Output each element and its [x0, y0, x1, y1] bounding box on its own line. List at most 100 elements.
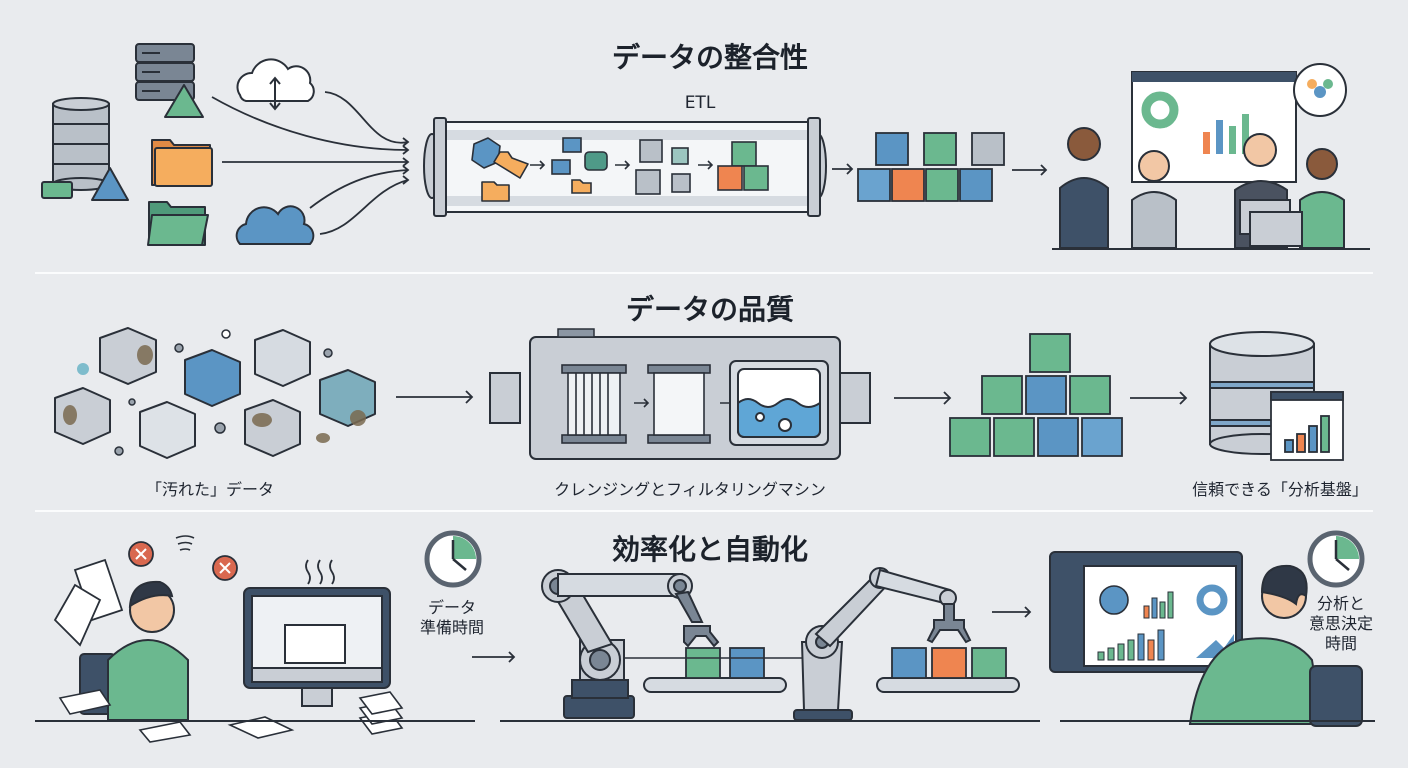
flow-arrows: [211, 91, 410, 235]
arrow-icon: [698, 160, 714, 170]
floor-line: [500, 720, 1040, 722]
cube: [729, 647, 765, 679]
document-icon: [138, 721, 192, 743]
office-chair: [1309, 665, 1363, 727]
label-analysis-decision-time: 分析と 意思決定 時間: [1296, 594, 1386, 654]
desk-line: [35, 720, 475, 722]
robot-base: [793, 709, 853, 721]
up-down-arrow-icon: [269, 76, 281, 111]
cube: [931, 647, 967, 679]
person-2: [1131, 150, 1177, 249]
arrow-icon: [1130, 391, 1188, 405]
bar-chart-icon: [1203, 114, 1249, 154]
analyst: [1188, 564, 1324, 725]
laptop-icon: [1249, 211, 1303, 247]
section-title-efficiency-automation: 効率化と自動化: [611, 533, 808, 566]
desk-line: [1060, 720, 1375, 722]
mesh-filter-icon: [647, 364, 711, 444]
cloud-icon: [235, 205, 315, 245]
section-divider: [35, 510, 1373, 512]
document-icon: [53, 583, 102, 647]
arrow-icon: [992, 606, 1032, 618]
gray-cube-cluster: [635, 139, 691, 195]
water-tank-icon: [729, 360, 829, 446]
section-title-data-integrity: データの整合性: [611, 41, 808, 74]
person-1: [1059, 127, 1109, 249]
team-analysis-illustration: [1052, 63, 1370, 250]
database-icon: [52, 97, 110, 191]
cleansing-machine: [396, 328, 871, 460]
label-line: データ: [427, 598, 476, 617]
mini-bar-chart: [1143, 591, 1174, 619]
robotic-assembly-line: [541, 567, 1032, 721]
section-title-data-quality: データの品質: [625, 293, 794, 326]
small-green-block: [41, 181, 73, 199]
gripper-icon: [683, 625, 720, 648]
blue-triangle-shape: [91, 167, 129, 201]
arrow-icon: [634, 398, 650, 408]
label-data-prep-time: データ 準備時間: [402, 598, 502, 638]
partial-data-cluster: [551, 137, 608, 194]
document-icon: [227, 716, 295, 739]
error-bubble-icon: [212, 555, 238, 581]
analysis-foundation-illustration: [1209, 331, 1344, 461]
cube: [184, 349, 241, 407]
green-folder-icon: [147, 201, 209, 246]
conveyor-belt: [876, 677, 1020, 693]
clock-elapsed-wedge: [1336, 536, 1359, 559]
label-line: 準備時間: [419, 618, 484, 637]
person-4: [1299, 148, 1345, 249]
report-card-icon: [1270, 391, 1344, 461]
conveyor-belt: [643, 677, 787, 693]
cube: [254, 329, 311, 387]
clock-after-icon: [1307, 530, 1365, 588]
document-icon: [58, 689, 112, 715]
arrow-icon: [1012, 164, 1048, 176]
focused-analyst-illustration: [1049, 551, 1363, 727]
cube: [54, 387, 111, 445]
cube: [319, 369, 376, 427]
cube: [99, 327, 157, 385]
filter-cartridge-icon: [561, 364, 627, 444]
clock-before-icon: [424, 530, 482, 588]
mini-bar-chart: [1097, 629, 1165, 661]
cube: [139, 401, 196, 459]
paper-stack-icon: [358, 691, 404, 735]
raw-data-cluster: [471, 137, 529, 202]
cube: [685, 647, 721, 679]
caption-analysis-foundation: 信頼できる「分析基盤」: [1192, 480, 1368, 499]
worker: [107, 580, 189, 721]
stressed-worker-illustration: [53, 535, 404, 743]
arrow-icon: [396, 390, 474, 404]
gripper-icon: [926, 603, 972, 644]
dirty-data-cubes: [54, 327, 376, 459]
robot-base: [563, 695, 635, 719]
etl-pipeline: [423, 117, 827, 217]
label-line: 時間: [1324, 634, 1357, 653]
label-line: 意思決定: [1308, 614, 1373, 633]
monitor-icon: [243, 587, 391, 707]
arrow-icon: [472, 651, 516, 663]
clean-data-pyramid: [894, 333, 1188, 457]
caption-dirty-data: 「汚れた」データ: [145, 480, 274, 499]
caption-cleansing-machine: クレンジングとフィルタリングマシン: [554, 480, 826, 499]
etl-label: ETL: [684, 93, 716, 113]
stress-swirl-icon: [175, 535, 195, 551]
arrow-icon: [894, 391, 952, 405]
arrow-icon: [530, 160, 546, 170]
cube: [971, 647, 1007, 679]
section-divider: [35, 272, 1373, 274]
structured-cube-cluster: [717, 141, 769, 191]
label-line: 分析と: [1316, 594, 1365, 613]
orange-folder-icon: [151, 139, 213, 187]
integrated-data-blocks: [832, 132, 1048, 202]
arrow-icon: [615, 160, 631, 170]
green-triangle-shape: [164, 84, 204, 118]
data-sources-illustration: [41, 43, 410, 246]
cube: [244, 399, 301, 457]
clock-elapsed-wedge: [453, 536, 476, 559]
cube: [891, 647, 927, 679]
arrow-icon: [832, 163, 854, 175]
error-bubble-icon: [128, 541, 154, 567]
heat-icon: [305, 559, 335, 585]
